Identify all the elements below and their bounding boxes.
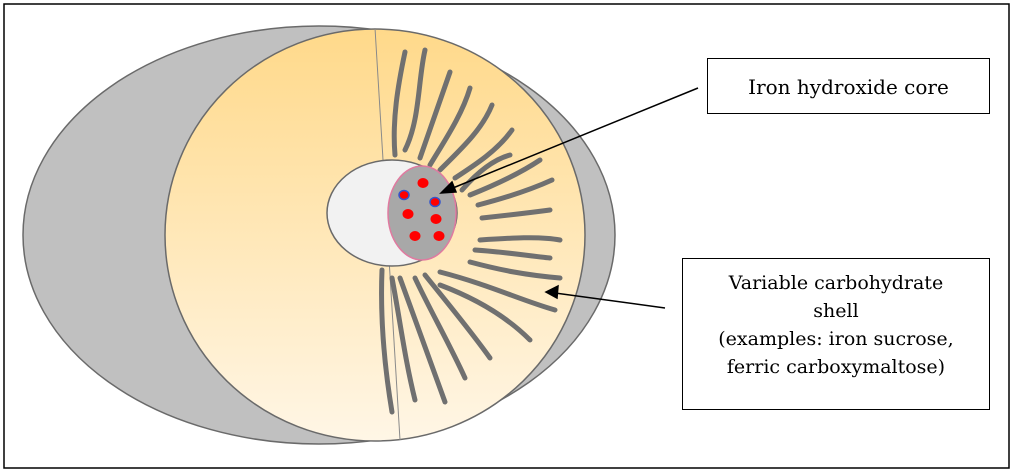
core-label-box: Iron hydroxide core	[707, 58, 990, 114]
shell-label-line-4: ferric carboxymaltose)	[683, 353, 989, 381]
strand	[480, 238, 560, 240]
shell-label-box: Variable carbohydrate shell (examples: i…	[682, 258, 990, 410]
iron-particle	[403, 209, 414, 219]
iron-particle	[410, 231, 421, 241]
iron-particle	[430, 198, 440, 207]
shell-label-line-1: Variable carbohydrate	[683, 269, 989, 297]
shell-label-line-2: shell	[683, 297, 989, 325]
iron-particle	[418, 178, 429, 188]
shell-label-line-3: (examples: iron sucrose,	[683, 325, 989, 353]
iron-particle	[431, 214, 442, 224]
iron-particle	[434, 231, 445, 241]
core-label: Iron hydroxide core	[748, 75, 949, 99]
iron-particle	[399, 191, 409, 200]
